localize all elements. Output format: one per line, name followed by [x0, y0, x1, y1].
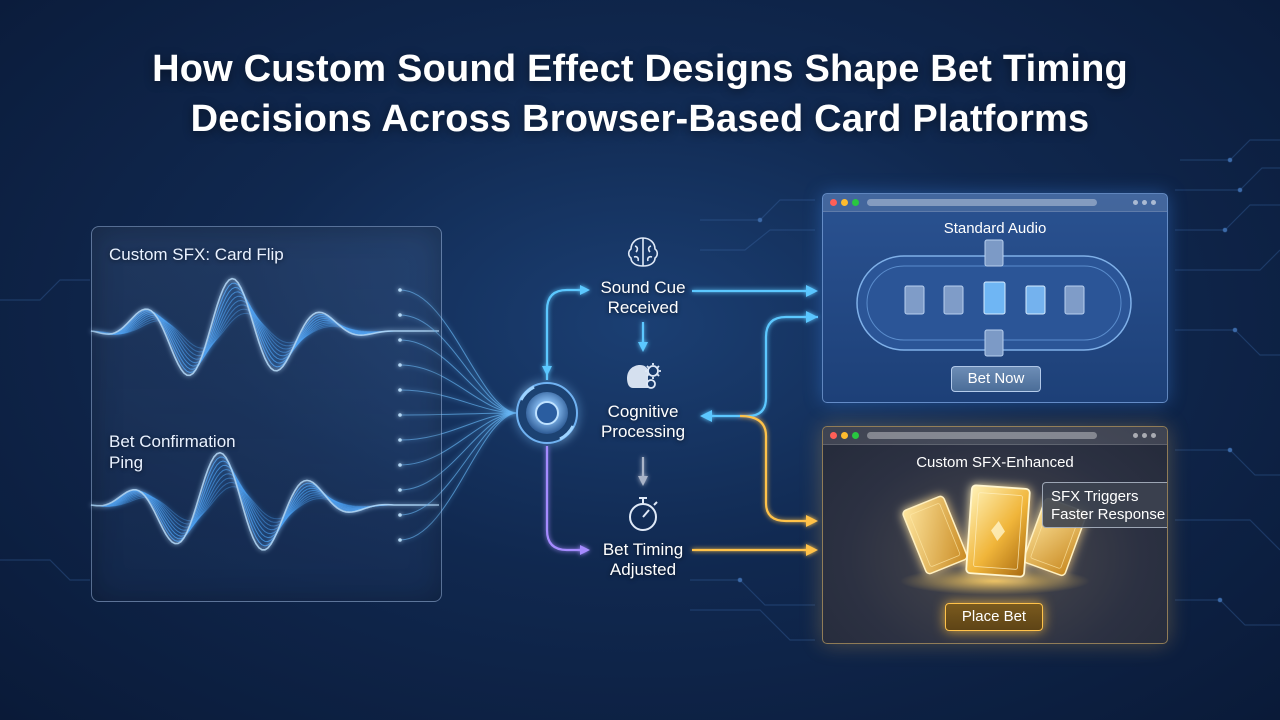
signal-particle [398, 313, 402, 317]
sfx-triggers-callout: SFX Triggers Faster Response [1042, 482, 1167, 528]
signal-particle [398, 538, 402, 542]
signal-strand [399, 412, 519, 491]
step1-line1: Sound Cue [600, 278, 686, 297]
menu-dot-icon [1151, 200, 1156, 205]
signal-particle [398, 488, 402, 492]
converging-signal-strands [398, 288, 519, 542]
address-bar[interactable] [867, 199, 1097, 206]
signal-particle [398, 463, 402, 467]
minimize-dot-icon [841, 199, 848, 206]
bet-confirmation-label-line-1: Bet Confirmation [109, 432, 236, 451]
waveform-line [90, 277, 439, 377]
step-sound-cue-received: Sound Cue Received [578, 278, 708, 318]
brain-icon [627, 237, 659, 267]
custom-sfx-browser-window: Custom SFX-Enhanced SFX Triggers Faster … [822, 426, 1168, 644]
browser-chrome [823, 194, 1167, 212]
confirmation-ping-waveform [90, 451, 439, 551]
place-bet-button[interactable]: Place Bet [945, 603, 1043, 631]
signal-particle [398, 388, 402, 392]
card-flip-waveform [90, 277, 439, 377]
flow-arrows [542, 285, 818, 556]
close-dot-icon [830, 199, 837, 206]
close-dot-icon [830, 432, 837, 439]
glowing-cards-illustration [900, 484, 1090, 595]
menu-dot-icon [1151, 433, 1156, 438]
signal-strand [399, 364, 519, 414]
signal-particle [398, 438, 402, 442]
standard-audio-title: Standard Audio [943, 220, 1047, 237]
callout-line-1: SFX Triggers [1051, 488, 1139, 505]
signal-strand [399, 389, 519, 414]
bet-confirmation-label: Bet Confirmation Ping [109, 431, 236, 473]
callout-line-2: Faster Response [1051, 506, 1166, 523]
signal-particle [398, 288, 402, 292]
step3-line1: Bet Timing [602, 540, 684, 559]
waveform-line [90, 451, 439, 551]
signal-particle [398, 338, 402, 342]
signal-strand [399, 412, 519, 541]
address-bar[interactable] [867, 432, 1097, 439]
card-table-illustration [856, 239, 1132, 357]
signal-strand [399, 314, 519, 414]
step3-line2: Adjusted [609, 560, 677, 579]
maximize-dot-icon [852, 199, 859, 206]
menu-dot-icon [1142, 433, 1147, 438]
step-cognitive-processing: Cognitive Processing [578, 402, 708, 442]
standard-audio-browser-window: Standard Audio Bet Now [822, 193, 1168, 403]
card-flip-label: Custom SFX: Card Flip [109, 245, 284, 264]
circuit-traces [0, 139, 1280, 641]
signal-particle [398, 413, 402, 417]
menu-dot-icon [1133, 200, 1138, 205]
step1-line2: Received [607, 298, 679, 317]
menu-dot-icon [1133, 433, 1138, 438]
signal-particle [398, 513, 402, 517]
step-bet-timing-adjusted: Bet Timing Adjusted [578, 540, 708, 580]
bet-confirmation-label-line-2: Ping [109, 453, 144, 472]
signal-strand [399, 412, 519, 416]
minimize-dot-icon [841, 432, 848, 439]
title-line-1: How Custom Sound Effect Designs Shape Be… [152, 48, 1128, 90]
signal-particle [398, 363, 402, 367]
bet-now-button[interactable]: Bet Now [951, 366, 1041, 392]
menu-dot-icon [1142, 200, 1147, 205]
custom-sfx-title: Custom SFX-Enhanced [916, 454, 1074, 471]
signal-strand [399, 339, 519, 414]
signal-strand [399, 289, 519, 414]
signal-strand [399, 412, 519, 466]
browser-chrome [823, 427, 1167, 445]
signal-strand [399, 412, 519, 516]
stopwatch-icon [629, 497, 658, 531]
step2-line2: Processing [600, 422, 686, 441]
signal-strand [399, 412, 519, 441]
brain-gears-icon [627, 363, 661, 389]
step2-line1: Cognitive [607, 402, 679, 421]
title-line-2: Decisions Across Browser-Based Card Plat… [190, 98, 1090, 140]
signal-hub-icon [516, 382, 578, 444]
audio-waveform-panel [91, 226, 442, 602]
page-title: How Custom Sound Effect Designs Shape Be… [0, 44, 1280, 144]
maximize-dot-icon [852, 432, 859, 439]
